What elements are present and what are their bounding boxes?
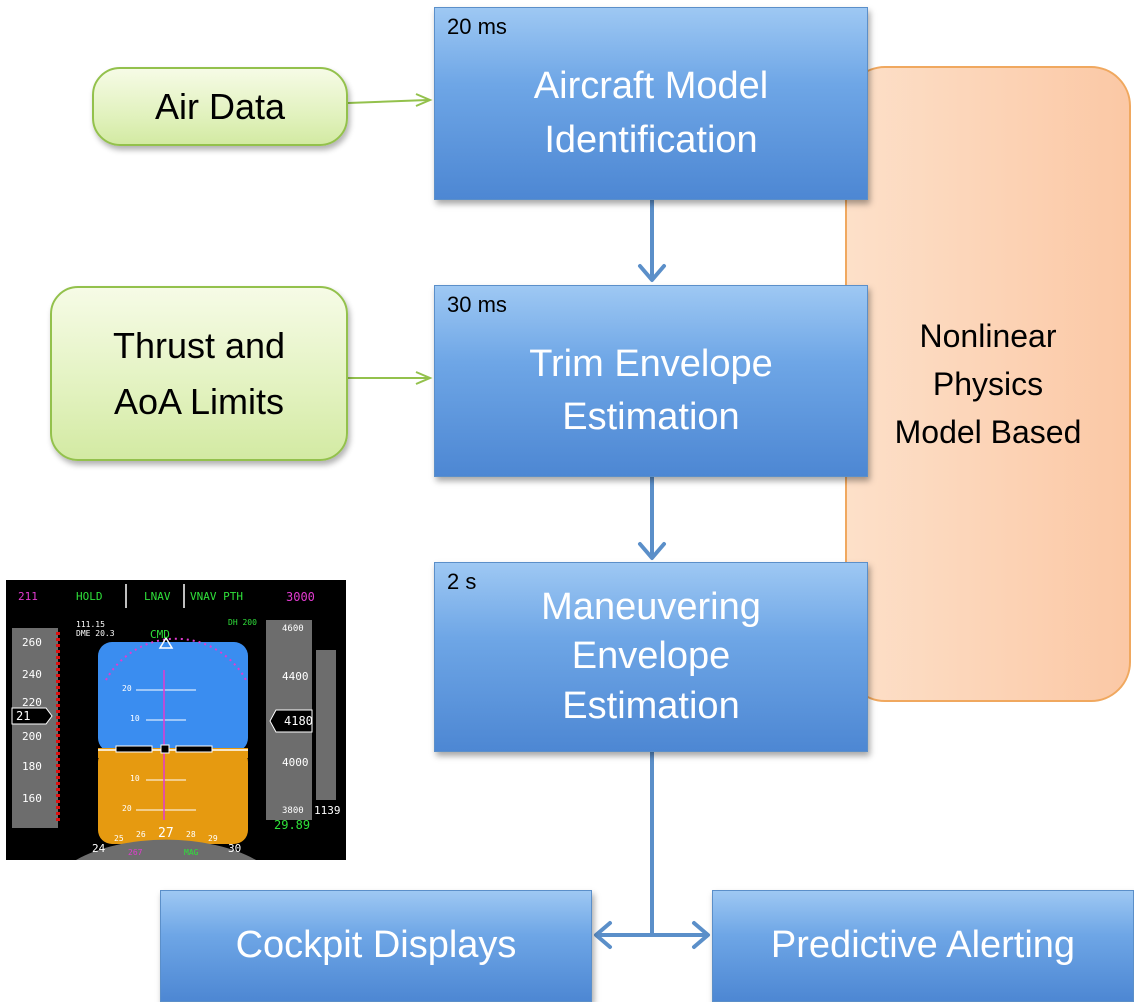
predictive-alerting-label: Predictive Alerting — [770, 924, 1076, 967]
aircraft-model-box: 20 ms Aircraft Model Identification — [434, 7, 868, 200]
pfd-heading-tick: 27 — [158, 826, 174, 841]
pfd-pitch-label: 20 — [122, 684, 132, 693]
pfd-heading-tick: 28 — [186, 830, 196, 839]
pfd-fma-hold: HOLD — [76, 590, 103, 603]
pfd-alt-current: 4180 — [284, 714, 313, 728]
limits-label: Thrust and AoA Limits — [112, 324, 286, 422]
pfd-pitch-label: 10 — [130, 774, 140, 783]
aircraft-model-label: Aircraft Model Identification — [533, 65, 769, 161]
air-data-input: Air Data — [92, 67, 348, 146]
pfd-speed-current: 21 — [16, 709, 31, 723]
pfd-heading-mag: MAG — [184, 848, 199, 857]
pfd-alt-tick: 4000 — [282, 756, 309, 769]
pfd-heading-selected: 267 — [128, 848, 143, 857]
pfd-speed-tick: 200 — [22, 730, 42, 743]
pfd-alt-tick: 4600 — [282, 624, 304, 634]
pfd-graphics — [11, 584, 336, 860]
primary-flight-display: 211 HOLD LNAV VNAV PTH 3000 111.15 DME 2… — [6, 580, 346, 860]
pfd-speed-tick: 240 — [22, 668, 42, 681]
maneuvering-envelope-label: Maneuvering Envelope Estimation — [541, 585, 761, 727]
air-data-label: Air Data — [154, 85, 286, 127]
pfd-speed-target: 211 — [18, 590, 38, 603]
trim-envelope-time: 30 ms — [447, 292, 507, 317]
pfd-mode: CMD — [150, 628, 170, 641]
maneuvering-envelope-box: 2 s Maneuvering Envelope Estimation — [434, 562, 868, 752]
pfd-speed-tick: 160 — [22, 792, 42, 805]
pfd-fma-vnav: VNAV PTH — [190, 590, 243, 603]
aircraft-model-time: 20 ms — [447, 14, 507, 39]
pfd-heading-tick: 24 — [92, 842, 106, 855]
pfd-heading-tick: 26 — [136, 830, 146, 839]
cockpit-displays-box: Cockpit Displays — [160, 890, 592, 1002]
predictive-alerting-box: Predictive Alerting — [712, 890, 1134, 1002]
trim-envelope-box: 30 ms Trim Envelope Estimation — [434, 285, 868, 477]
pfd-alt-tick: 3800 — [282, 806, 304, 816]
pfd-alt-target: 3000 — [286, 590, 315, 604]
pfd-alt-tick: 4400 — [282, 670, 309, 683]
pfd-heading-tick: 25 — [114, 834, 124, 843]
physics-model-panel: Nonlinear Physics Model Based — [845, 66, 1131, 702]
pfd-dme: DME 20.3 — [76, 629, 115, 638]
physics-model-label: Nonlinear Physics Model Based — [894, 318, 1082, 450]
pfd-vertical-speed: 1139 — [314, 804, 341, 817]
trim-envelope-label: Trim Envelope Estimation — [529, 342, 773, 438]
maneuvering-envelope-time: 2 s — [447, 569, 477, 594]
pfd-dh: DH 200 — [228, 618, 257, 627]
pfd-heading-tick: 30 — [228, 842, 242, 855]
pfd-heading-tick: 29 — [208, 834, 218, 843]
cockpit-displays-label: Cockpit Displays — [235, 924, 517, 967]
pfd-pitch-label: 10 — [130, 714, 140, 723]
arrow-airdata — [347, 99, 429, 104]
pfd-speed-tick: 180 — [22, 760, 42, 773]
pfd-baro: 29.89 — [274, 818, 311, 832]
pfd-speed-tick: 260 — [22, 636, 42, 649]
pfd-pitch-label: 20 — [122, 804, 132, 813]
limits-input: Thrust and AoA Limits — [50, 286, 348, 461]
pfd-nav-freq: 111.15 — [76, 620, 105, 629]
pfd-speed-tick: 220 — [22, 696, 42, 709]
pfd-fma-lnav: LNAV — [144, 590, 171, 603]
